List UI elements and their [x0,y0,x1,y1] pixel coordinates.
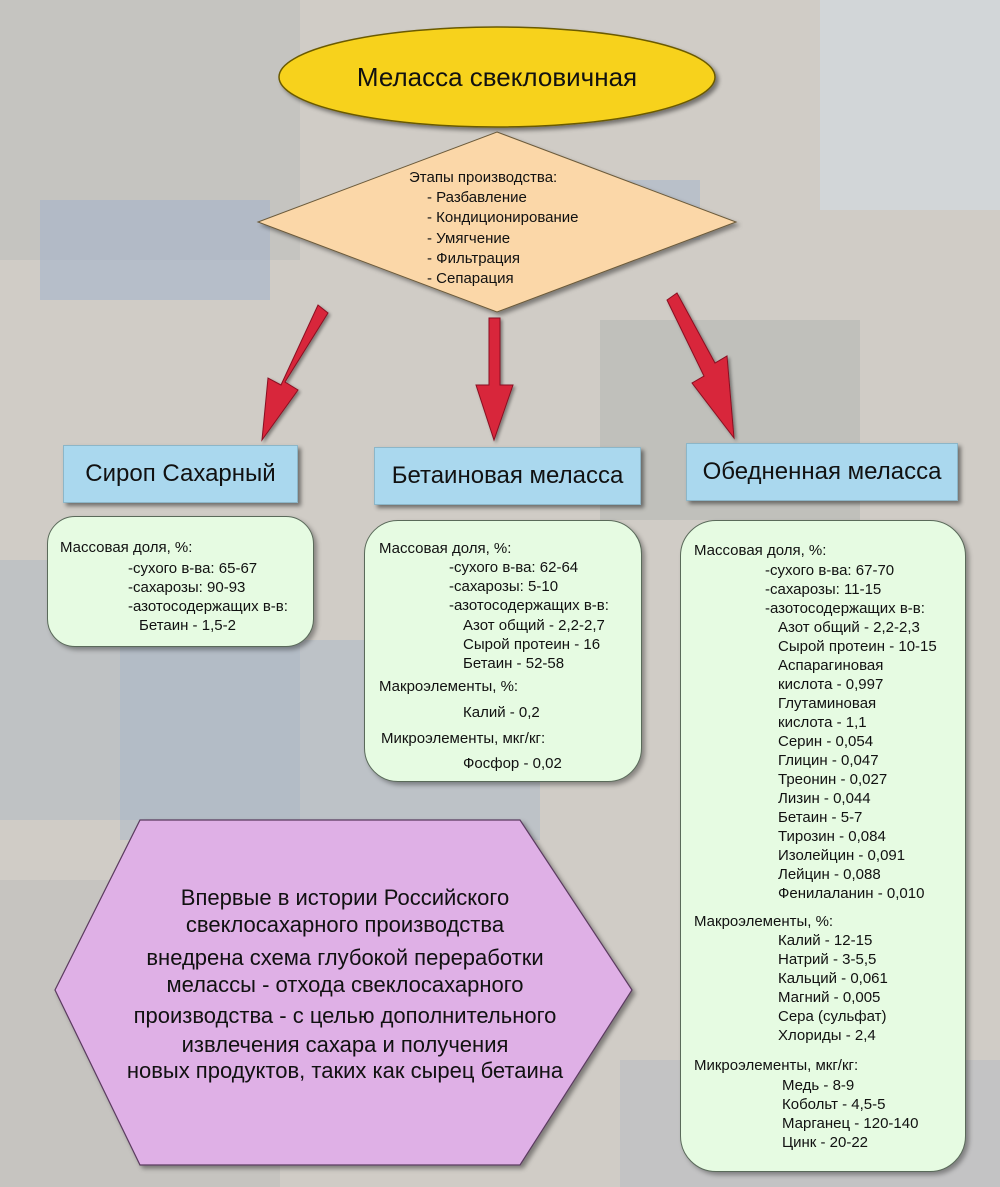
info-heading: Массовая доля, %: [60,539,193,556]
micro-line: Цинк - 20-22 [782,1134,869,1151]
info-line: -сухого в-ва: 67-70 [765,562,895,579]
stage-item: - Фильтрация [427,250,520,267]
note-line: новых продуктов, таких как сырец бетаина [126,1058,564,1083]
micro-line: Марганец - 120-140 [782,1115,919,1132]
nitrogen-line: Азот общий - 2,2-2,3 [778,619,920,636]
note-line: мелассы - отхода свеклосахарного [166,972,524,997]
stage-item: - Кондиционирование [427,209,579,226]
micro-heading: Микроэлементы, мкг/кг: [381,730,546,747]
box-depleted-molasses: Обедненная меласса [686,443,958,501]
nitrogen-line: Глутаминовая [778,695,877,712]
box-betaine-molasses: Бетаиновая меласса [374,447,641,505]
nitrogen-line: Сырой протеин - 10-15 [778,638,937,655]
note-line: Впервые в истории Российского [180,885,510,910]
nitrogen-line: Треонин - 0,027 [778,771,888,788]
micro-line: Фосфор - 0,02 [463,755,562,772]
info-line: -сухого в-ва: 62-64 [449,559,579,576]
macro-line: Калий - 0,2 [463,704,540,721]
flow-arrows [261,292,735,442]
stages-heading: Этапы производства: [409,169,558,186]
depleted-info-panel: Массовая доля, %: -сухого в-ва: 67-70 -с… [680,520,966,1172]
nitrogen-line: Аспарагиновая [778,657,884,674]
info-line: -сахарозы: 5-10 [449,578,559,595]
stage-item: - Умягчение [427,230,511,247]
info-heading: Массовая доля, %: [694,542,827,559]
note-line: свеклосахарного производства [185,912,505,937]
nitrogen-line: Лейцин - 0,088 [778,866,881,883]
info-line: -сахарозы: 90-93 [128,579,246,596]
info-line: Бетаин - 1,5-2 [139,617,236,634]
info-line: -азотосодержащих в-в: [128,598,288,615]
title-ellipse [278,26,716,128]
info-line: Азот общий - 2,2-2,7 [463,617,605,634]
macro-heading: Макроэлементы, %: [694,913,834,930]
info-line: -сахарозы: 11-15 [765,581,882,598]
info-line: -сухого в-ва: 65-67 [128,560,258,577]
info-line: -азотосодержащих в-в: [765,600,925,617]
info-line: Сырой протеин - 16 [463,636,601,653]
nitrogen-line: Глицин - 0,047 [778,752,879,769]
syrup-info-panel: Массовая доля, %: -сухого в-ва: 65-67 -с… [47,516,314,647]
macro-line: Калий - 12-15 [778,932,873,949]
nitrogen-line: Фенилаланин - 0,010 [778,885,925,902]
nitrogen-line: кислота - 0,997 [778,676,884,693]
info-line: -азотосодержащих в-в: [449,597,609,614]
macro-line: Натрий - 3-5,5 [778,951,877,968]
macro-heading: Макроэлементы, %: [379,678,519,695]
box-syrup: Сироп Сахарный [63,445,298,503]
nitrogen-line: Бетаин - 5-7 [778,809,863,826]
micro-line: Медь - 8-9 [782,1077,855,1094]
note-line: производства - с целью дополнительного [133,1003,557,1028]
note-hexagon [54,819,633,1166]
stage-item: - Сепарация [427,270,514,287]
macro-line: Сера (сульфат) [778,1008,887,1025]
micro-line: Кобольт - 4,5-5 [782,1096,886,1113]
nitrogen-line: Тирозин - 0,084 [778,828,886,845]
stage-item: - Разбавление [427,189,527,206]
info-heading: Массовая доля, %: [379,540,512,557]
arrow-right [666,292,735,440]
macro-line: Хлориды - 2,4 [778,1027,876,1044]
macro-line: Кальций - 0,061 [778,970,888,987]
macro-line: Магний - 0,005 [778,989,881,1006]
stages-diamond [256,131,738,313]
nitrogen-line: Изолейцин - 0,091 [778,847,906,864]
betaine-info-panel: Массовая доля, %: -сухого в-ва: 62-64 -с… [364,520,642,782]
nitrogen-line: кислота - 1,1 [778,714,867,731]
note-line: извлечения сахара и получения [181,1032,509,1057]
note-line: внедрена схема глубокой переработки [146,945,544,970]
info-line: Бетаин - 52-58 [463,655,565,672]
nitrogen-line: Серин - 0,054 [778,733,874,750]
arrow-middle [475,317,514,442]
page-title: Меласса свекловичная [356,62,638,92]
micro-heading: Микроэлементы, мкг/кг: [694,1057,859,1074]
arrow-left [261,304,329,442]
nitrogen-line: Лизин - 0,044 [778,790,871,807]
